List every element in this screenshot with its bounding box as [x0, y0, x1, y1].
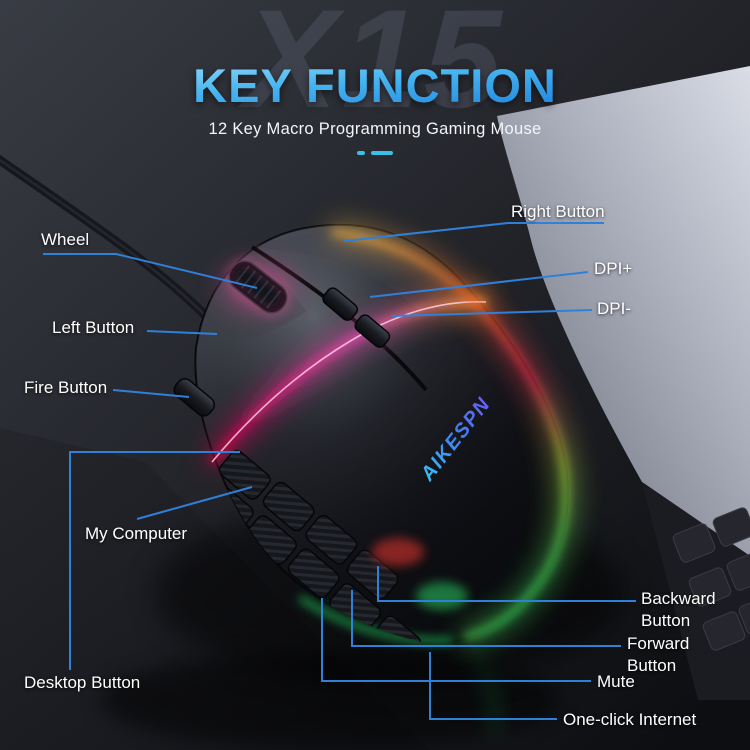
line-wheel — [43, 253, 258, 289]
dash-icon — [357, 151, 365, 155]
callout-mute: Mute — [597, 672, 635, 691]
callout-backward-button: Backward Button — [641, 589, 716, 630]
red-button-glow — [372, 538, 424, 566]
line-forward-button — [351, 590, 621, 647]
callout-wheel: Wheel — [41, 230, 90, 249]
callout-fire-button: Fire Button — [24, 378, 108, 397]
callout-desktop-button: Desktop Button — [24, 673, 141, 692]
laptop-surface — [497, 66, 750, 556]
model-watermark: X15 — [0, 0, 750, 140]
callout-dpi-minus: DPI- — [597, 299, 631, 318]
callout-forward-button: Forward Button — [627, 634, 690, 675]
dash-icon — [371, 151, 393, 155]
green-button-glow — [416, 582, 468, 610]
mouse-cable-highlight — [0, 158, 209, 319]
rgb-bottom-green — [298, 595, 453, 644]
page-subtitle: 12 Key Macro Programming Gaming Mouse — [208, 120, 542, 138]
callout-right-button: Right Button — [511, 202, 605, 221]
line-one-click — [429, 652, 557, 720]
scroll-wheel — [222, 260, 294, 314]
callout-left-button: Left Button — [52, 318, 135, 337]
page-title: KEY FUNCTION — [0, 58, 750, 113]
line-dpi-minus — [391, 309, 593, 317]
line-mute — [321, 598, 591, 682]
button-groove — [250, 245, 428, 392]
fire-button — [173, 378, 215, 417]
line-left-button — [146, 330, 218, 335]
line-fire-button — [112, 389, 190, 398]
line-right-button — [343, 222, 604, 242]
rgb-mid-core — [211, 301, 487, 463]
accent-dashes — [0, 151, 750, 155]
callout-my-computer: My Computer — [85, 524, 188, 543]
line-my-computer — [136, 486, 253, 520]
dpi-buttons — [322, 287, 391, 348]
line-desktop-button — [69, 451, 240, 670]
callout-one-click-internet: One-click Internet — [563, 710, 697, 729]
callout-dpi-plus: DPI+ — [594, 259, 633, 278]
line-backward-button — [377, 566, 636, 602]
line-dpi-plus — [369, 271, 589, 298]
